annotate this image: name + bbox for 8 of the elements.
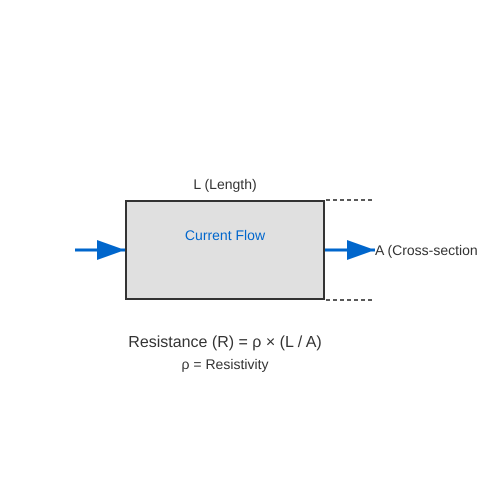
area-label: A (Cross-section bbox=[375, 241, 487, 259]
current-arrow bbox=[75, 240, 125, 260]
length-label: L (Length) bbox=[193, 176, 257, 192]
conductor-block bbox=[125, 200, 325, 300]
flow-label: Current Flow bbox=[184, 227, 266, 243]
resistance-formula: Resistance (R) = ρ × (L / A) bbox=[128, 334, 322, 351]
current-arrow bbox=[325, 240, 375, 260]
resistivity-note: ρ = Resistivity bbox=[182, 356, 268, 372]
